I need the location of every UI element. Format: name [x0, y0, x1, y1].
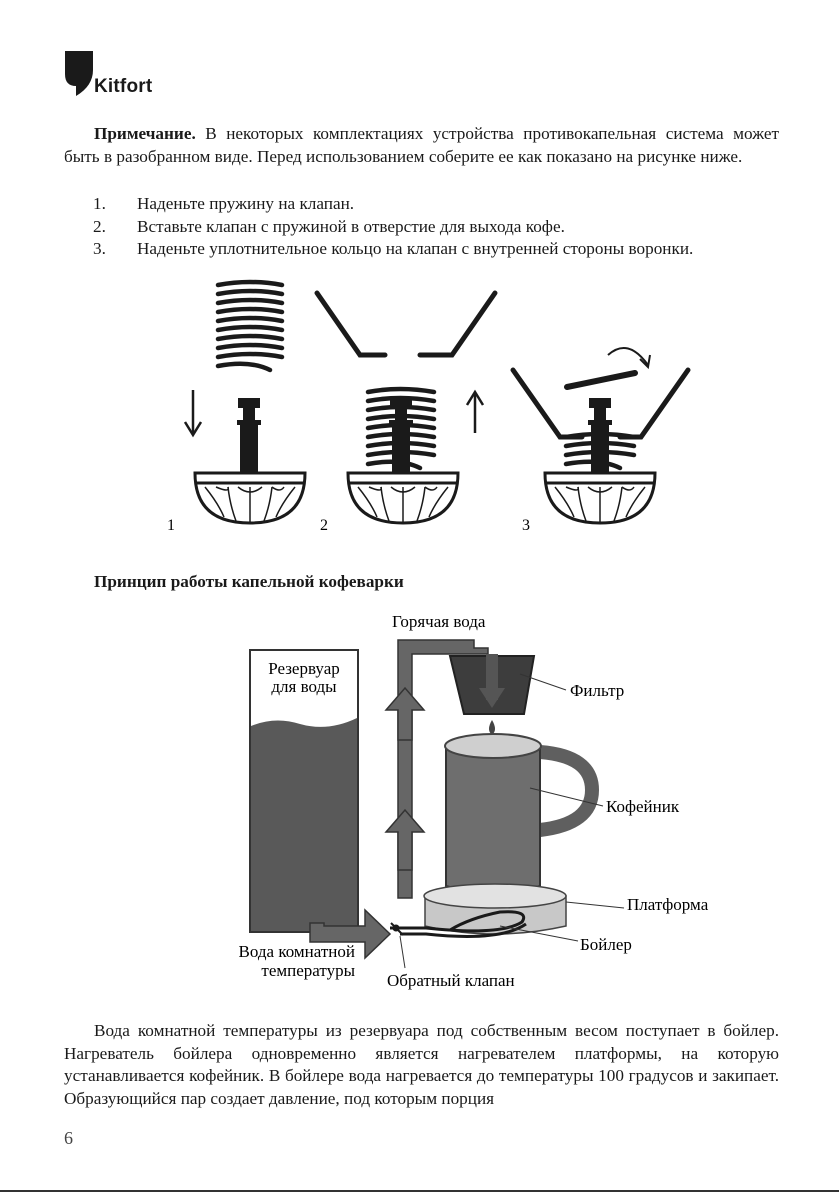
room-water-label-line2: температуры [261, 961, 355, 980]
arrow-up-icon [465, 389, 485, 433]
figure-label-3: 3 [522, 517, 530, 534]
rotate-arrow-icon [607, 346, 651, 370]
filter [448, 654, 536, 715]
boiler-leader [499, 925, 579, 942]
hot-water-label: Горячая вода [392, 612, 486, 631]
carafe-label: Кофейник [606, 797, 680, 816]
valve-illustration [237, 398, 261, 473]
list-item: 3. Наденьте уплотнительное кольцо на клап… [64, 238, 784, 261]
list-item: 1. Наденьте пружину на клапан. [64, 193, 784, 216]
boiler-label: Бойлер [580, 935, 632, 954]
brand-name: Kitfort [94, 76, 153, 97]
figure-label-1: 1 [167, 517, 175, 534]
step-number: 2. [93, 216, 106, 236]
platform-label: Платформа [627, 895, 709, 914]
body-paragraph: Вода комнатной температуры из резервуара… [64, 1021, 779, 1108]
hot-water-tube [384, 639, 489, 899]
brand-logo: Kitfort [64, 50, 174, 100]
carafe [444, 733, 600, 894]
check-valve-leader [399, 935, 406, 969]
room-water-label-line1: Вода комнатной [239, 942, 355, 961]
bottom-divider [0, 1190, 839, 1192]
spring-illustration [215, 279, 285, 373]
coffee-maker-diagram: Резервуар для воды Горячая вода Фильтр К… [239, 612, 709, 990]
note-paragraph: Примечание. В некоторых комплектациях ус… [64, 123, 779, 168]
funnel-illustration [314, 290, 498, 358]
water-reservoir [249, 649, 359, 933]
carafe-leader [529, 787, 604, 807]
page-number: 6 [64, 1128, 73, 1148]
figure-label-2: 2 [320, 517, 328, 534]
filter-label: Фильтр [570, 681, 624, 700]
check-valve [390, 922, 404, 936]
section-title: Принцип работы капельной кофеварки [94, 572, 404, 591]
note-label: Примечание. [94, 124, 196, 143]
step-number: 3. [93, 239, 106, 258]
list-item: 2. Вставьте клапан с пружиной в отверстие… [64, 216, 784, 239]
valve-illustration [389, 398, 413, 473]
valve-assembly-figure: 1 2 [167, 279, 691, 534]
filter-leader [519, 673, 567, 691]
platform-leader [565, 901, 625, 909]
valve-illustration [588, 398, 612, 473]
kitfort-logo-icon [65, 51, 93, 96]
assembly-steps: 1. Наденьте пружину на клапан. 2. Вставьте… [64, 193, 784, 261]
outlet-pipe [309, 908, 392, 960]
sealing-ring [564, 370, 638, 390]
warming-platform [423, 883, 567, 935]
funnel-bowl [543, 471, 657, 525]
funnel-bowl [193, 471, 307, 525]
arrow-down-icon [183, 390, 203, 438]
reservoir-label-line1: Резервуар [268, 659, 340, 678]
funnel-bowl [346, 471, 460, 525]
note-text: В некоторых комплектациях устройства про… [64, 124, 779, 166]
step-text: Наденьте пружину на клапан. [137, 194, 355, 213]
check-valve-label: Обратный клапан [387, 971, 515, 990]
drop-icon [489, 720, 495, 735]
reservoir-label-line2: для воды [271, 677, 337, 696]
step-text: Вставьте клапан с пружиной в отверстие д… [137, 216, 565, 236]
boiler-coil [390, 910, 527, 938]
step-text: Наденьте уплотнительное кольцо на клапан… [137, 239, 694, 258]
step-number: 1. [93, 194, 106, 213]
